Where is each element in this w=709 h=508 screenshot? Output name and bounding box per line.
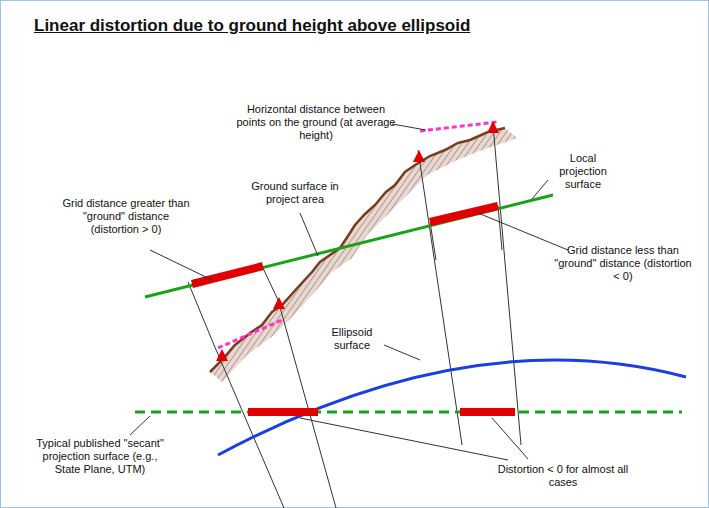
station-markers xyxy=(216,121,499,361)
projection-lines xyxy=(188,125,521,508)
diagram-title: Linear distortion due to ground height a… xyxy=(34,16,470,36)
ground-surface xyxy=(210,128,505,372)
annotation-label: Distortion < 0 for almost all cases xyxy=(488,463,638,489)
ground-band xyxy=(210,128,517,382)
annotation-label: Grid distance less than "ground" distanc… xyxy=(553,244,693,283)
annotation-label: Typical published "secant" projection su… xyxy=(30,437,170,476)
grid-distance-bars xyxy=(192,206,515,412)
annotation-label: Grid distance greater than "ground" dist… xyxy=(60,197,192,236)
local-projection-line xyxy=(145,195,553,297)
ground-hatch xyxy=(210,128,517,382)
annotation-label: Ground surface in project area xyxy=(246,180,344,206)
annotation-label: Horizontal distance between points on th… xyxy=(236,103,396,142)
ellipsoid-curve xyxy=(218,360,686,455)
annotation-label: Local projection surface xyxy=(546,152,620,191)
annotation-label: Ellipsoid surface xyxy=(320,326,384,352)
leader-lines xyxy=(130,124,568,460)
secant-projection-line xyxy=(135,411,682,414)
horizontal-distance-lines xyxy=(218,122,497,348)
